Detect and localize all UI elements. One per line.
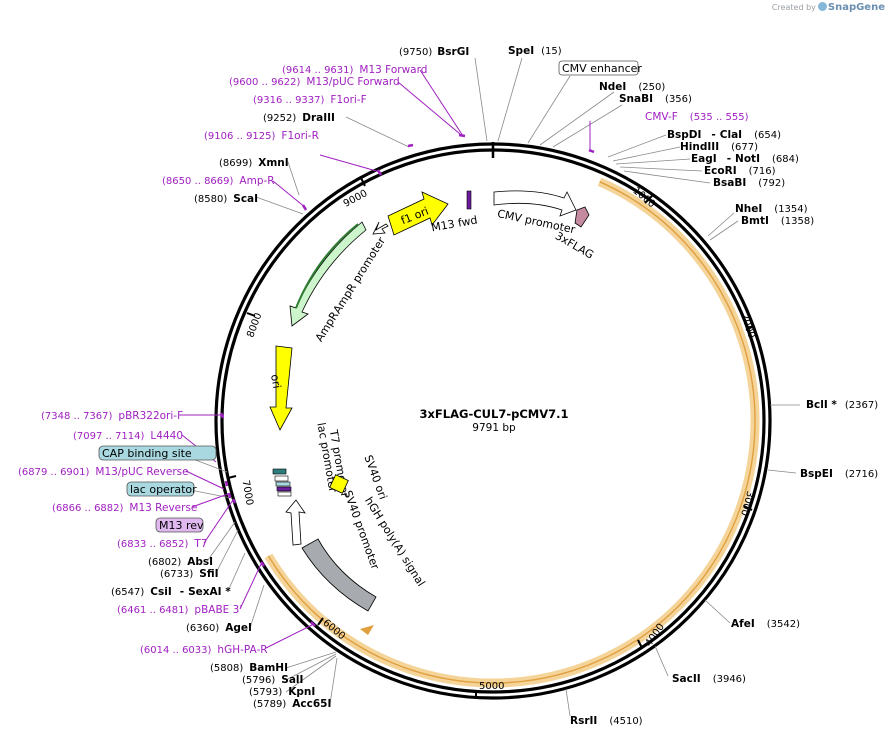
site-sali: (5796)SalI [242, 674, 303, 686]
primer-amp-r: (8650 .. 8669)Amp-R [162, 175, 275, 187]
backbone-inner-ring [220, 148, 766, 694]
features: f1 ori M13 fwd CMV promoter 3xFLAG AmpR … [268, 190, 596, 612]
site-rsrii: RsrII(4510) [570, 715, 643, 727]
cds-arc [264, 177, 760, 688]
feature-box-cap-binding-site: CAP binding site [98, 445, 217, 461]
feature-cmv-promoter: CMV promoter [493, 190, 577, 236]
labels-top: (9750)BsrGI SpeI(15) CMV enhancer NdeI(2… [399, 45, 749, 123]
primer-m13puc-forward: (9600 .. 9622)M13/pUC Forward [229, 76, 400, 88]
site-snabi: SnaBI(356) [619, 93, 692, 105]
primer-t7: (6833 .. 6852)T7 [117, 538, 208, 550]
credit-brand: SnapGene [827, 2, 885, 13]
site-kpni: (5793)KpnI [249, 686, 315, 698]
tick-5000: 5000 [475, 681, 504, 698]
site-bsrgi: (9750)BsrGI [399, 46, 469, 58]
site-ecori: EcoRI(716) [704, 165, 776, 177]
feature-f1-ori: f1 ori [387, 191, 449, 236]
label-m13-rev: M13 rev [159, 519, 204, 532]
site-csii-sexai: (6547)CsiI-SexAI * [111, 586, 231, 598]
primer-l4440: (7097 .. 7114)L4440 [73, 430, 183, 442]
site-absi: (6802)AbsI [148, 556, 213, 568]
site-bmti: BmtI(1358) [741, 215, 814, 227]
primer-pbr322ori-f: (7348 .. 7367)pBR322ori-F [41, 410, 183, 422]
site-ndei: NdeI(250) [599, 81, 665, 93]
cds-line [267, 181, 756, 684]
primer-hgh-pa-r: (6014 .. 6033)hGH-PA-R [140, 644, 268, 656]
site-eagi-noti: EagI-NotI(684) [691, 153, 799, 165]
primer-pbabe-3: (6461 .. 6481)pBABE 3' [117, 604, 242, 616]
primer-f1ori-f: (9316 .. 9337)F1ori-F [253, 94, 367, 106]
labels-right: BspDI-ClaI(654) HindIII(677) EagI-NotI(6… [570, 129, 878, 727]
tick-label: 5000 [479, 681, 504, 692]
feature-label: SV40 ori [361, 453, 389, 501]
primer-f1ori-r: (9106 .. 9125)F1ori-R [204, 130, 319, 142]
primer-cmv-f: CMV-F(535 .. 555) [645, 111, 749, 123]
feature-3xflag: 3xFLAG [553, 206, 596, 262]
tick-label: 7000 [240, 479, 255, 506]
site-bamhi: (5808)BamHI [210, 662, 288, 674]
feature-box-cmv-enhancer: CMV enhancer [558, 60, 642, 76]
tick-7000: 7000 [227, 475, 255, 506]
primer-markers [219, 133, 595, 627]
site-sacii: SacII(3946) [672, 673, 746, 685]
site-bspei: BspEI(2716) [800, 468, 878, 480]
plasmid-length: 9791 bp [472, 422, 516, 434]
primer-m13puc-reverse: (6879 .. 6901)M13/pUC Reverse [18, 466, 189, 478]
feature-label: 3xFLAG [553, 229, 596, 261]
tick-label: 8000 [245, 312, 264, 340]
tick-8000: 8000 [245, 312, 264, 340]
leader-lines [184, 57, 800, 717]
label-lac-operator: lac operator [130, 483, 197, 496]
cds-arrowhead [360, 625, 374, 635]
site-spei: SpeI(15) [508, 45, 562, 57]
tick-label: 9000 [342, 188, 370, 210]
primer-leaders [180, 69, 591, 649]
label-cap-binding-site: CAP binding site [102, 447, 192, 460]
site-bcli: BclI *(2367) [806, 399, 878, 411]
labels-left: (9614 .. 9631)M13 Forward (9600 .. 9622)… [18, 64, 427, 710]
feature-box-m13-rev: M13 rev [155, 517, 204, 533]
site-xmni: (8699)XmnI [219, 157, 289, 169]
site-bsabi: BsaBI(792) [713, 177, 785, 189]
snapgene-credit: Created by SnapGene [772, 2, 885, 13]
snapgene-logo-icon [817, 2, 827, 11]
label-cmv-enhancer: CMV enhancer [562, 62, 642, 75]
feature-ampr-promoter: AmpR promoter [331, 221, 389, 316]
site-nhei: NheI(1354) [735, 203, 808, 215]
site-agei: (6360)AgeI [186, 622, 252, 634]
primer-m13-reverse: (6866 .. 6882)M13 Reverse [52, 502, 197, 514]
site-afei: AfeI(3542) [731, 618, 800, 630]
feature-box-lac-operator: lac operator [126, 481, 197, 497]
plasmid-name: 3xFLAG-CUL7-pCMV7.1 [420, 407, 569, 421]
backbone-outer-ring [214, 142, 772, 700]
feature-label: AmpR [313, 309, 342, 344]
site-hindiii: HindIII(677) [680, 141, 758, 153]
primer-m13-forward: (9614 .. 9631)M13 Forward [282, 64, 427, 76]
feature-label: ori [268, 373, 283, 389]
site-acc65i: (5789)Acc65I [253, 698, 331, 710]
site-sfii: (6733)SfiI [160, 568, 219, 580]
plasmid-title: 3xFLAG-CUL7-pCMV7.1 9791 bp [420, 407, 569, 434]
feature-ori: ori [268, 345, 293, 431]
site-draiii: (9252)DraIII [263, 112, 335, 124]
backbone [214, 142, 772, 700]
credit-prefix: Created by [771, 3, 816, 12]
site-scai: (8580)ScaI [194, 193, 258, 205]
site-bspdi-clai: BspDI-ClaI(654) [667, 129, 781, 141]
